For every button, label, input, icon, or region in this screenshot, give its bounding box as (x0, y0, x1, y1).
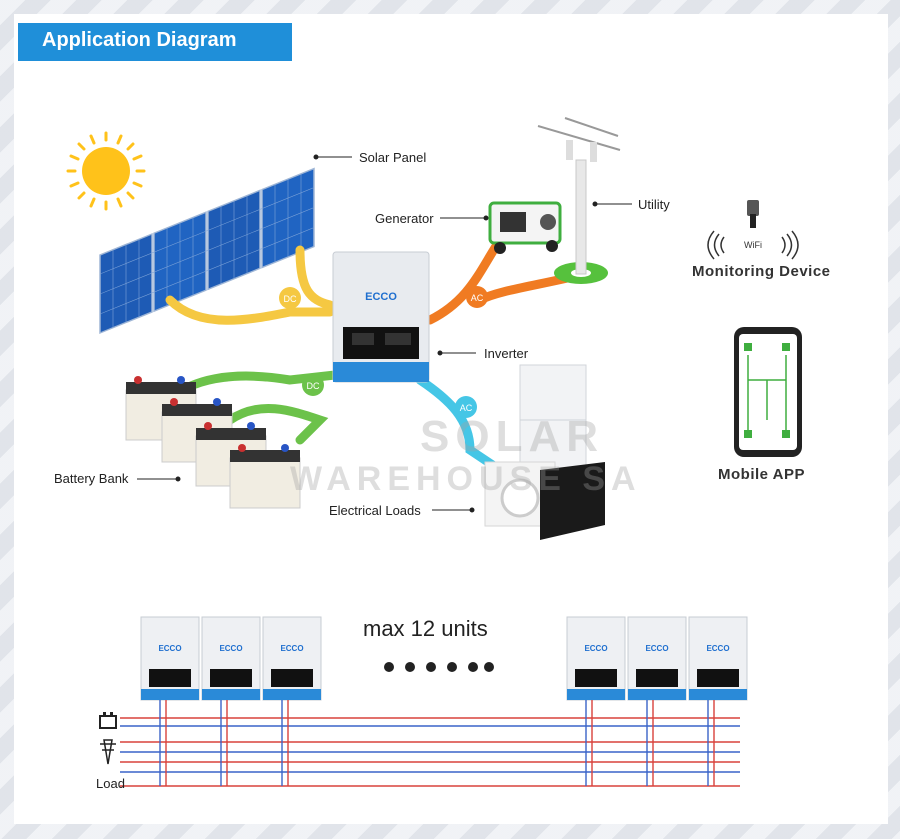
ac-badge-1 (466, 286, 488, 308)
bus-wires (120, 717, 740, 787)
sun-icon (66, 131, 146, 211)
page-title: Application Diagram (18, 23, 292, 61)
battery-icon (125, 376, 301, 509)
callout-lines (137, 154, 632, 513)
dc-label-2: DC (307, 381, 320, 391)
ac-badge-2 (455, 396, 477, 418)
parallel-inverters-right: ECCO ECCO ECCO (566, 616, 748, 701)
svg-text:ECCO: ECCO (645, 644, 668, 653)
utility-pole-icon (537, 117, 621, 284)
svg-text:ECCO: ECCO (365, 291, 397, 303)
inverter-icon: ECCO (332, 251, 430, 383)
ac-label-2: AC (460, 403, 473, 413)
watermark-line1: SOLAR (420, 412, 604, 461)
smartphone-icon (734, 327, 802, 457)
load-label: Load (96, 776, 125, 791)
dc-label-1: DC (284, 294, 297, 304)
svg-text:ECCO: ECCO (219, 644, 242, 653)
svg-text:ECCO: ECCO (280, 644, 303, 653)
battery-symbol-icon (99, 712, 117, 729)
dc-badge-2 (302, 374, 324, 396)
svg-text:ECCO: ECCO (584, 644, 607, 653)
tv-icon (540, 462, 605, 540)
ac-label-1: AC (471, 293, 484, 303)
dc-badge-1 (279, 287, 301, 309)
ellipsis-dots (384, 662, 494, 672)
battery-bank-label: Battery Bank (54, 471, 129, 486)
utility-label: Utility (638, 197, 670, 212)
inverter-label: Inverter (484, 346, 529, 361)
dc-line-panel (165, 295, 335, 325)
svg-text:ECCO: ECCO (706, 644, 729, 653)
tower-icon (100, 739, 116, 765)
monitoring-device-label: Monitoring Device (692, 263, 831, 280)
svg-text:ECCO: ECCO (158, 644, 181, 653)
wifi-icon (707, 230, 799, 260)
mobile-app-label: Mobile APP (718, 466, 805, 483)
generator-icon (488, 201, 562, 254)
ac-line-generator (425, 235, 505, 325)
wifi-label: WiFi (744, 240, 762, 250)
watermark-line2: WAREHOUSE SA (290, 460, 642, 498)
parallel-inverters-left: ECCO ECCO ECCO (140, 616, 322, 701)
max-units-label: max 12 units (363, 616, 488, 641)
usb-dongle-icon (747, 200, 759, 228)
generator-label: Generator (375, 211, 434, 226)
electrical-loads-label: Electrical Loads (329, 503, 421, 518)
solar-panel-icon (99, 167, 315, 335)
solar-panel-label: Solar Panel (359, 150, 427, 165)
drop-wires (159, 700, 715, 786)
